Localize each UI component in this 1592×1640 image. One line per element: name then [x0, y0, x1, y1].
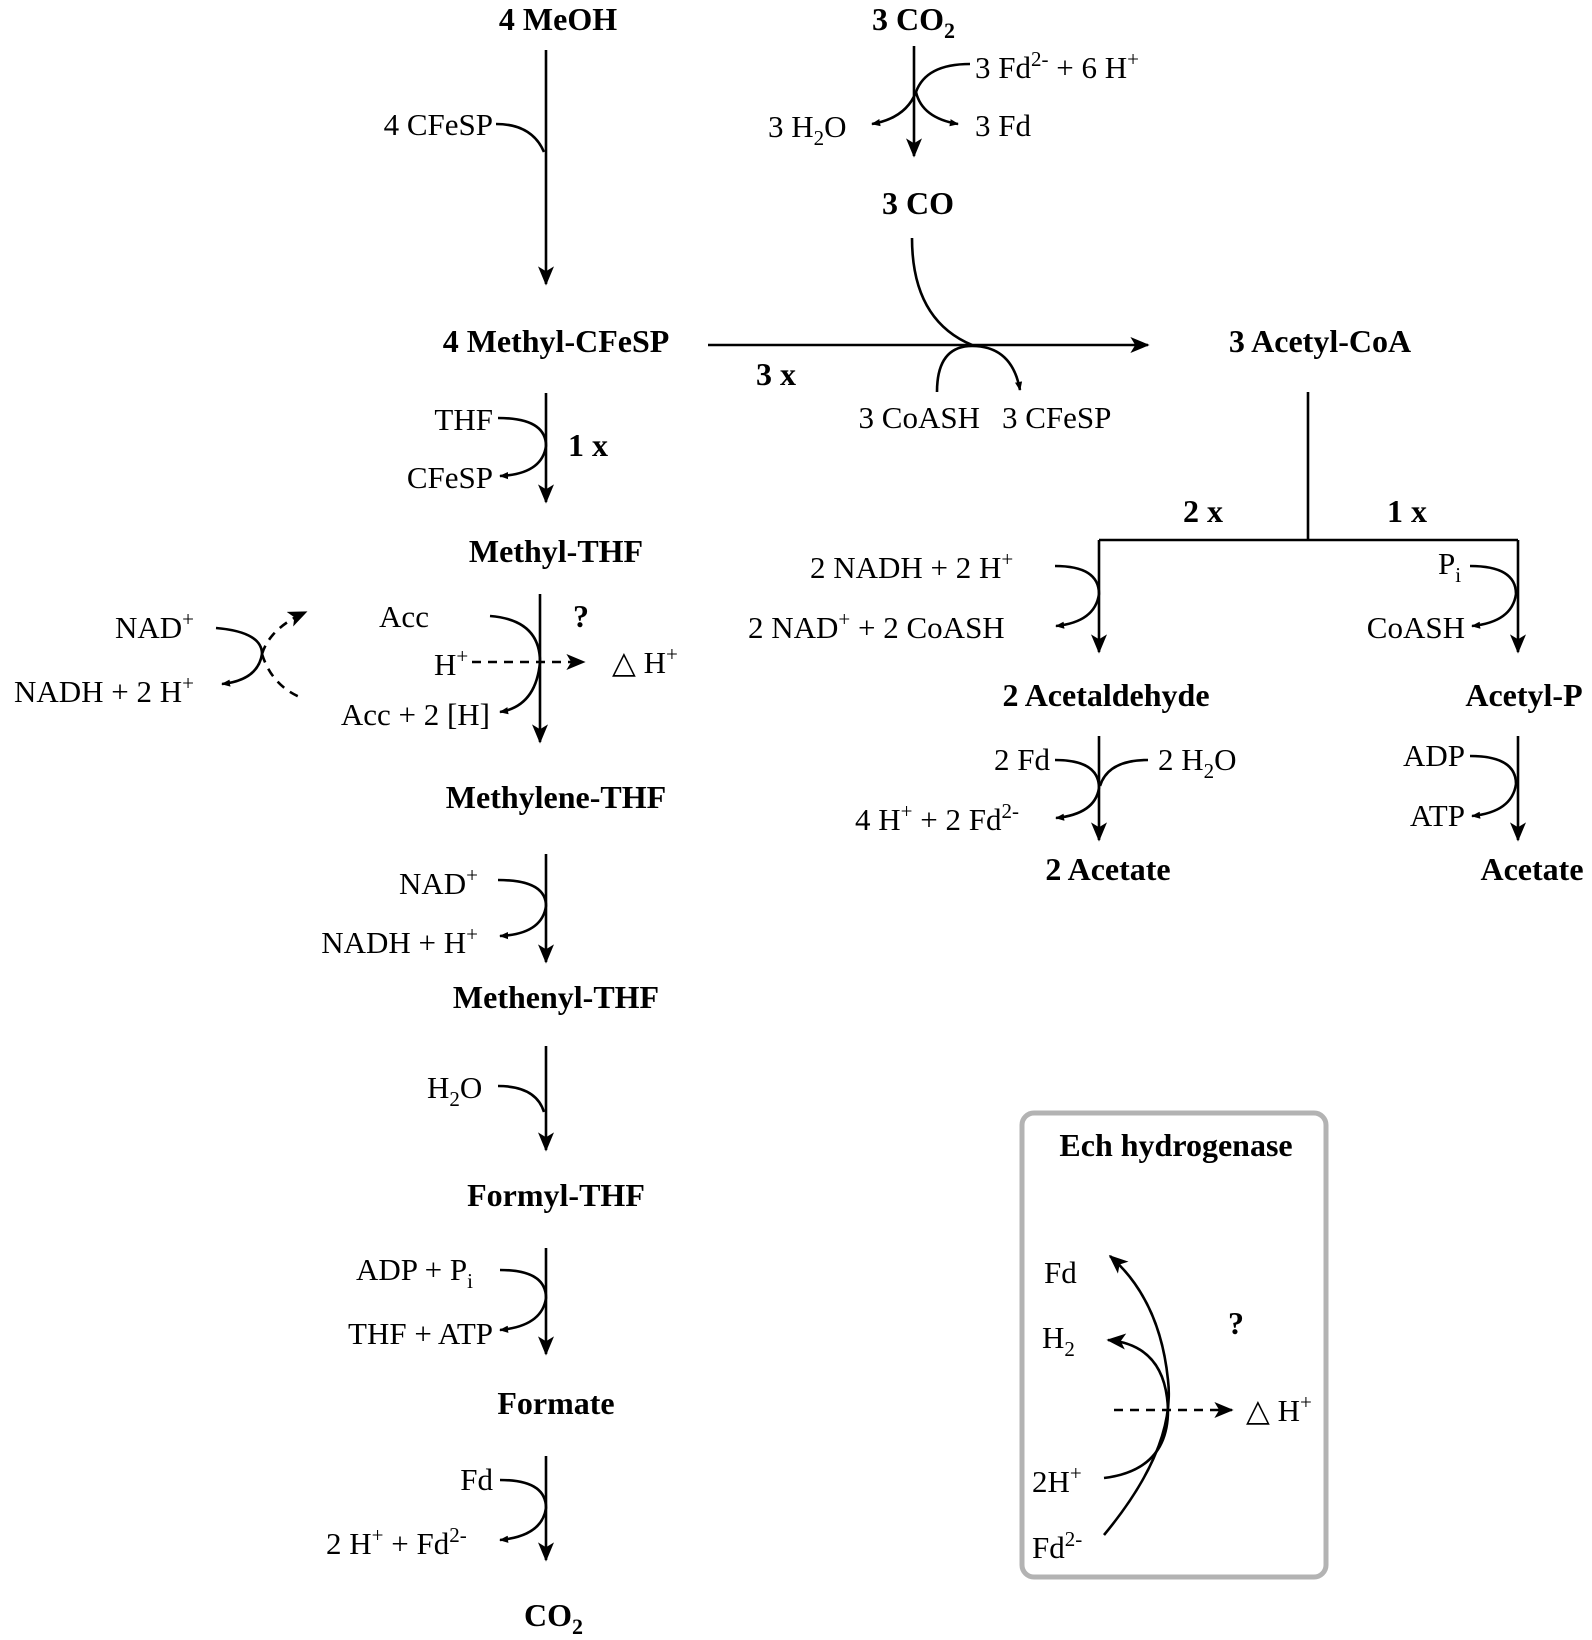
compound-methenyl-thf: Methenyl-THF [453, 979, 659, 1015]
curve-nad-nadh [215, 626, 264, 687]
label-delta-h-1: △ H+ [612, 642, 678, 680]
ech-label-2h: 2H+ [1032, 1461, 1082, 1499]
ech-delta-h: △ H+ [1246, 1390, 1312, 1428]
compound-formate: Formate [497, 1385, 614, 1421]
label-2nadh-2h: 2 NADH + 2 H+ [810, 547, 1013, 585]
label-nad-plus-left: NAD+ [115, 607, 194, 645]
curve-coash-cfesp [935, 344, 1023, 393]
curve-fd-out [914, 91, 959, 127]
curve-nadh-nad [1054, 564, 1101, 629]
label-3-coash: 3 CoASH [859, 400, 980, 435]
curve-pi-coash [1469, 564, 1518, 629]
compound-methyl-thf: Methyl-THF [469, 533, 643, 569]
label-nadh-h: NADH + H+ [321, 922, 478, 960]
label-4h-2fd2: 4 H+ + 2 Fd2- [855, 799, 1019, 837]
label-2-h2o: 2 H2O [1158, 742, 1237, 783]
label-adp-pi: ADP + Pi [356, 1252, 473, 1293]
compound-acetyl-coa: 3 Acetyl-CoA [1229, 323, 1411, 359]
multiplier-1x: 1 x [568, 427, 608, 463]
compound-methyl-cfesp: 4 Methyl-CFeSP [443, 323, 670, 359]
curve-co-in [910, 237, 973, 347]
compound-co: 3 CO [882, 185, 954, 221]
label-2nad-coash: 2 NAD+ + 2 CoASH [748, 607, 1005, 645]
compound-meoh: 4 MeOH [499, 1, 617, 37]
multiplier-3x: 3 x [756, 356, 796, 392]
compound-acetate: Acetate [1480, 851, 1583, 887]
label-thf-atp: THF + ATP [348, 1316, 493, 1351]
label-coash: CoASH [1367, 610, 1465, 645]
ech-hydrogenase-box [1019, 1110, 1329, 1580]
curve-adp-atp [499, 1268, 548, 1333]
label-4-cfesp: 4 CFeSP [384, 107, 493, 142]
label-acc-2h: Acc + 2 [H] [341, 697, 490, 732]
label-h-fd2: 2 H+ + Fd2- [326, 1523, 467, 1561]
compound-acetaldehyde: 2 Acetaldehyde [1002, 677, 1209, 713]
dashed-curve-in [260, 653, 303, 700]
label-cfesp: CFeSP [407, 460, 493, 495]
dashed-curve-out [260, 610, 308, 655]
curve-h2o-in-acetate [1098, 758, 1149, 787]
compound-acetyl-p: Acetyl-P [1465, 677, 1582, 713]
compound-co2-bottom: CO2 [524, 1597, 583, 1639]
ech-label-h2: H2 [1042, 1320, 1075, 1361]
ech-title: Ech hydrogenase [1059, 1127, 1292, 1163]
curve-fd-fd2-acetate [1054, 758, 1101, 821]
label-h2o: H2O [427, 1070, 482, 1111]
multiplier-1x-right: 1 x [1387, 493, 1427, 529]
label-acc: Acc [379, 599, 429, 634]
label-adp: ADP [1403, 738, 1465, 773]
label-fd-6h: 3 Fd2- + 6 H+ [975, 47, 1139, 85]
ech-label-fd: Fd [1044, 1255, 1077, 1290]
label-atp: ATP [1410, 798, 1465, 833]
label-h-plus: H+ [434, 644, 468, 682]
curve-thf-cfesp [497, 416, 548, 480]
ech-curve-fd [1102, 1254, 1171, 1536]
label-nad-plus: NAD+ [399, 863, 478, 901]
ech-question: ? [1228, 1305, 1244, 1341]
curve-cfesp-in [495, 122, 546, 153]
compound-co2-top: 3 CO2 [872, 1, 955, 43]
compound-2-acetate: 2 Acetate [1045, 851, 1170, 887]
curve-acc [489, 614, 542, 715]
curve-adp-atp-right [1469, 754, 1518, 819]
label-thf: THF [434, 402, 493, 437]
label-fd: Fd [460, 1462, 493, 1497]
label-3-cfesp: 3 CFeSP [1002, 400, 1111, 435]
ech-label-fd2: Fd2- [1032, 1527, 1082, 1565]
compound-formyl-thf: Formyl-THF [467, 1177, 645, 1213]
label-question-1: ? [573, 598, 589, 634]
curve-h2o-out [871, 62, 971, 127]
curve-h2o-in [497, 1084, 546, 1113]
curve-fd-fd2 [499, 1478, 548, 1543]
compound-methylene-thf: Methylene-THF [446, 779, 666, 815]
label-3-fd: 3 Fd [975, 108, 1031, 143]
label-nadh-2h-left: NADH + 2 H+ [14, 671, 194, 709]
multiplier-2x: 2 x [1183, 493, 1223, 529]
label-2-fd: 2 Fd [994, 742, 1050, 777]
label-3-h2o: 3 H2O [768, 109, 847, 150]
curve-nad-nadh-2 [497, 878, 548, 940]
label-pi: Pi [1438, 546, 1461, 587]
